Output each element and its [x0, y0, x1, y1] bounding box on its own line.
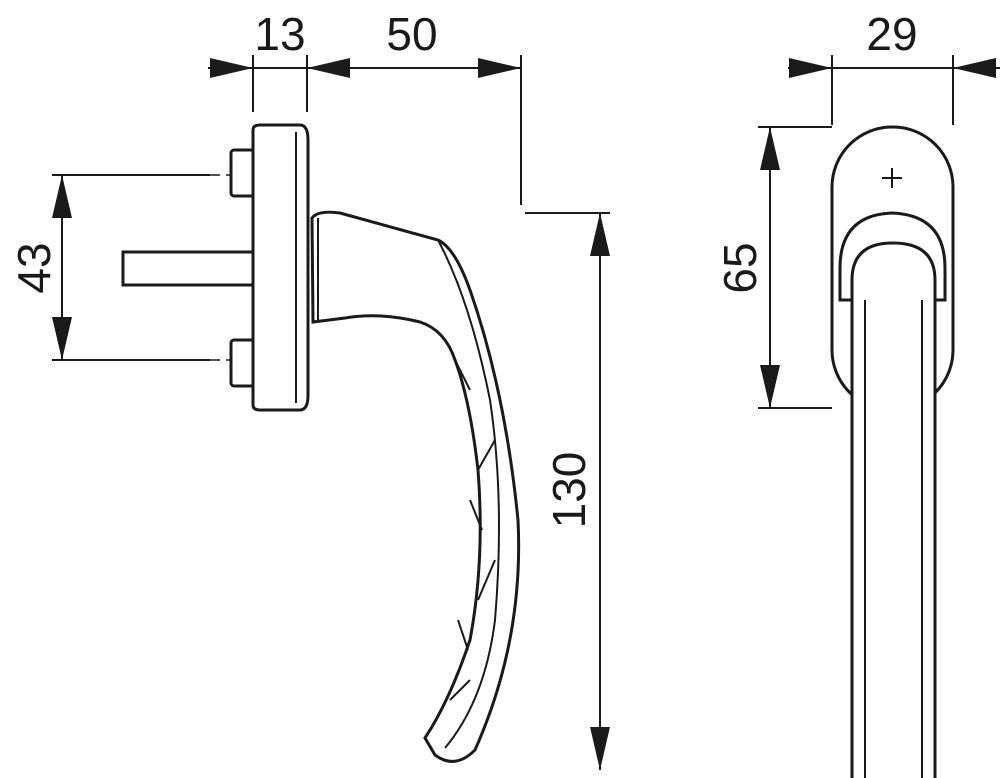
arrow-icon [307, 58, 350, 78]
handle-edge [437, 239, 500, 749]
dim-50: 50 [386, 8, 437, 60]
bolt [229, 338, 257, 388]
spindle [121, 250, 257, 287]
grip-ridges [449, 359, 496, 701]
arrow-icon [478, 58, 521, 78]
screw-plus-icon [882, 168, 902, 188]
front-view: 29 65 [714, 8, 1000, 778]
dim-130: 130 [543, 452, 595, 529]
handle-lever [310, 210, 521, 763]
dim-65: 65 [714, 242, 766, 293]
dim-29: 29 [866, 8, 917, 60]
rose-plate [251, 123, 310, 412]
arrow-icon [789, 58, 832, 78]
handle-bar [850, 241, 937, 778]
arrow-icon [590, 213, 610, 256]
arrow-icon [760, 127, 780, 170]
arrow-icon [953, 58, 996, 78]
arrow-icon [52, 175, 72, 218]
side-view: 13 50 43 130 [8, 8, 610, 770]
dim-13: 13 [254, 8, 305, 60]
arrow-icon [760, 365, 780, 408]
arrow-icon [210, 58, 253, 78]
bolt [229, 148, 257, 198]
dim-43: 43 [8, 242, 60, 293]
arrow-icon [52, 317, 72, 360]
arrow-icon [590, 727, 610, 770]
